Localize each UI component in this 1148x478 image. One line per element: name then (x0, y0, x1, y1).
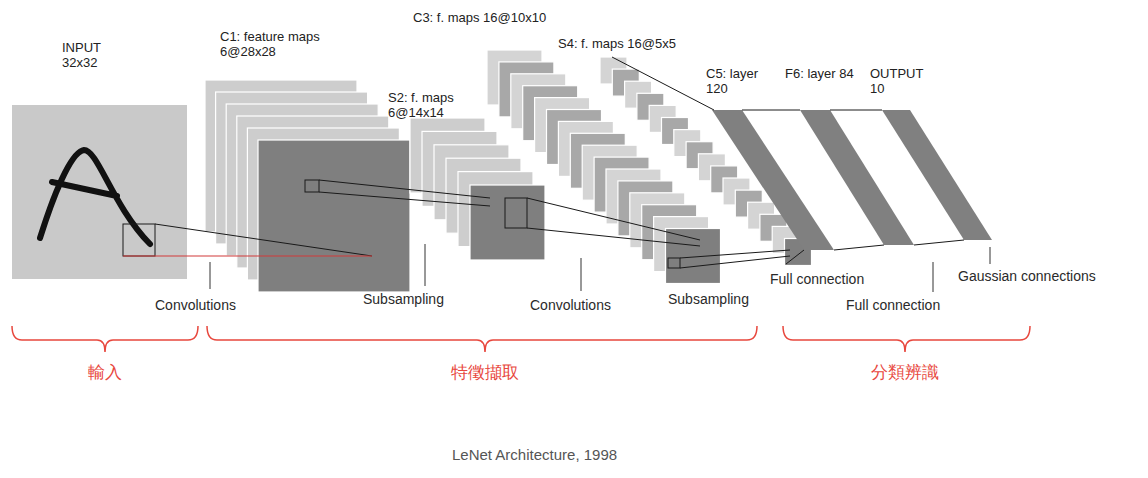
bracket (207, 326, 757, 352)
tick (933, 262, 934, 292)
bracket (783, 326, 1030, 352)
receptive-line (680, 250, 790, 258)
receptive-box (123, 224, 155, 256)
receptive-line (319, 180, 490, 198)
section-label: 特徵擷取 (451, 362, 519, 382)
layer-graphic (555, 34, 817, 268)
operation-label: Full connection (846, 297, 940, 313)
operation-label: Subsampling (668, 291, 749, 307)
bracket (12, 326, 198, 352)
receptive-line (319, 192, 490, 206)
layer-band (882, 110, 992, 240)
receptive-line (527, 198, 700, 240)
feature-map (470, 185, 545, 260)
layer-heading: F6: layer 84 (785, 66, 855, 81)
brackets (12, 326, 1030, 352)
tick (425, 244, 426, 286)
label-ticks (210, 244, 990, 292)
operation-label: Subsampling (363, 291, 444, 307)
receptive-line (123, 255, 372, 256)
layer-graphic (8, 36, 192, 284)
layer-heading: INPUT 32x32 (62, 40, 117, 70)
layer-graphic (866, 64, 996, 244)
tick (581, 258, 582, 291)
layer-heading: S2: f. maps 6@14x14 (388, 90, 473, 120)
receptive-box (505, 198, 527, 228)
layer-node: F6: layer 84 (782, 64, 922, 248)
layer-graphic (782, 64, 922, 248)
layer-heading: S4: f. maps 16@5x5 (558, 36, 728, 51)
tick (990, 247, 991, 264)
section-label: 分類辨識 (871, 362, 939, 382)
operation-label: Convolutions (155, 297, 236, 313)
input-image (12, 105, 187, 279)
layer-node: INPUT 32x32 (8, 36, 192, 284)
tick (210, 262, 211, 289)
layer-heading: C1: feature maps 6@28x28 (220, 29, 340, 59)
operation-label: Convolutions (530, 297, 611, 313)
receptive-line (155, 224, 372, 256)
connection-outline (612, 57, 964, 264)
handwritten-letter (40, 150, 150, 244)
layer-heading: OUTPUT 10 (870, 66, 930, 96)
layer-heading: C3: f. maps 16@10x10 (413, 10, 613, 25)
caption: LeNet Architecture, 1998 (452, 446, 617, 464)
receptive-box (305, 180, 319, 192)
receptive-field-lines (123, 57, 964, 268)
feature-map (258, 140, 410, 292)
layer-node: OUTPUT 10 (866, 64, 996, 244)
layer-node: C5: layer 120 (700, 64, 840, 254)
receptive-box (668, 258, 680, 268)
layer-node: S4: f. maps 16@5x5 (555, 34, 817, 268)
operation-label: Gaussian connections (958, 268, 1096, 284)
operation-label: Full connection (770, 271, 864, 287)
section-label: 輸入 (88, 362, 122, 382)
receptive-line (680, 256, 790, 268)
receptive-line (527, 228, 700, 246)
layer-heading: C5: layer 120 (706, 66, 776, 96)
